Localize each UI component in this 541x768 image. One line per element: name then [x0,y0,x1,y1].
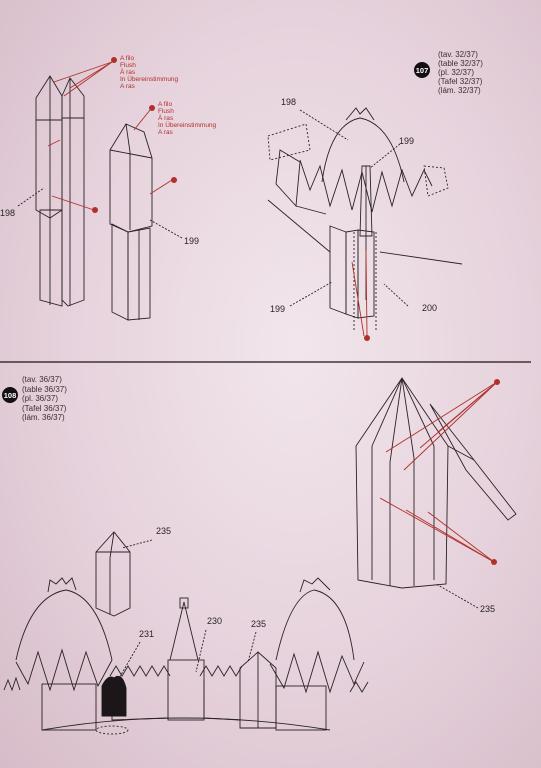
step-badge-108: 108 [2,387,18,403]
prism-cap-235 [355,377,517,589]
prism-piece-199-left [109,123,153,321]
step-108-plate-refs: (tav. 36/37) (table 36/37) (pl. 36/37) (… [22,375,67,422]
red-arrows-108 [379,381,498,563]
part-label-199-right-bottom: 199 [270,304,286,314]
prism-piece-198-left [35,75,85,307]
step-badge-107: 107 [414,62,430,78]
part-label-235-small: 235 [156,526,172,536]
leader-lines-108 [117,629,257,681]
dark-doorway [101,675,127,717]
dashed-guides-107 [267,123,449,332]
leader-lines-107 [17,109,409,307]
part-label-198-left: 198 [0,208,16,218]
flush-callout-b: A filo Flush À ras In Übereinstimmung A … [158,101,217,136]
part-label-235-bottom: 235 [251,619,267,629]
part-label-231: 231 [139,629,155,639]
part-label-199-right-top: 199 [399,136,415,146]
part-label-200: 200 [422,303,438,313]
step-107-plate-refs: (tav. 32/37) (table 32/37) (pl. 32/37) (… [438,50,483,95]
leader-235-large [435,583,479,609]
flush-arrows-left [47,61,173,211]
small-tower-235 [95,531,131,617]
part-label-198-right: 198 [281,97,297,107]
flush-callout-a: A filo Flush À ras In Übereinstimmung A … [120,55,179,90]
part-label-230: 230 [207,616,223,626]
part-label-235-large: 235 [480,604,496,614]
dome-assembly-107 [267,107,463,319]
red-markers-left [92,57,500,565]
red-arrows-107 [351,249,368,337]
leader-235-small [121,539,153,549]
part-label-199-left: 199 [184,236,200,246]
cathedral-facade [3,577,369,735]
